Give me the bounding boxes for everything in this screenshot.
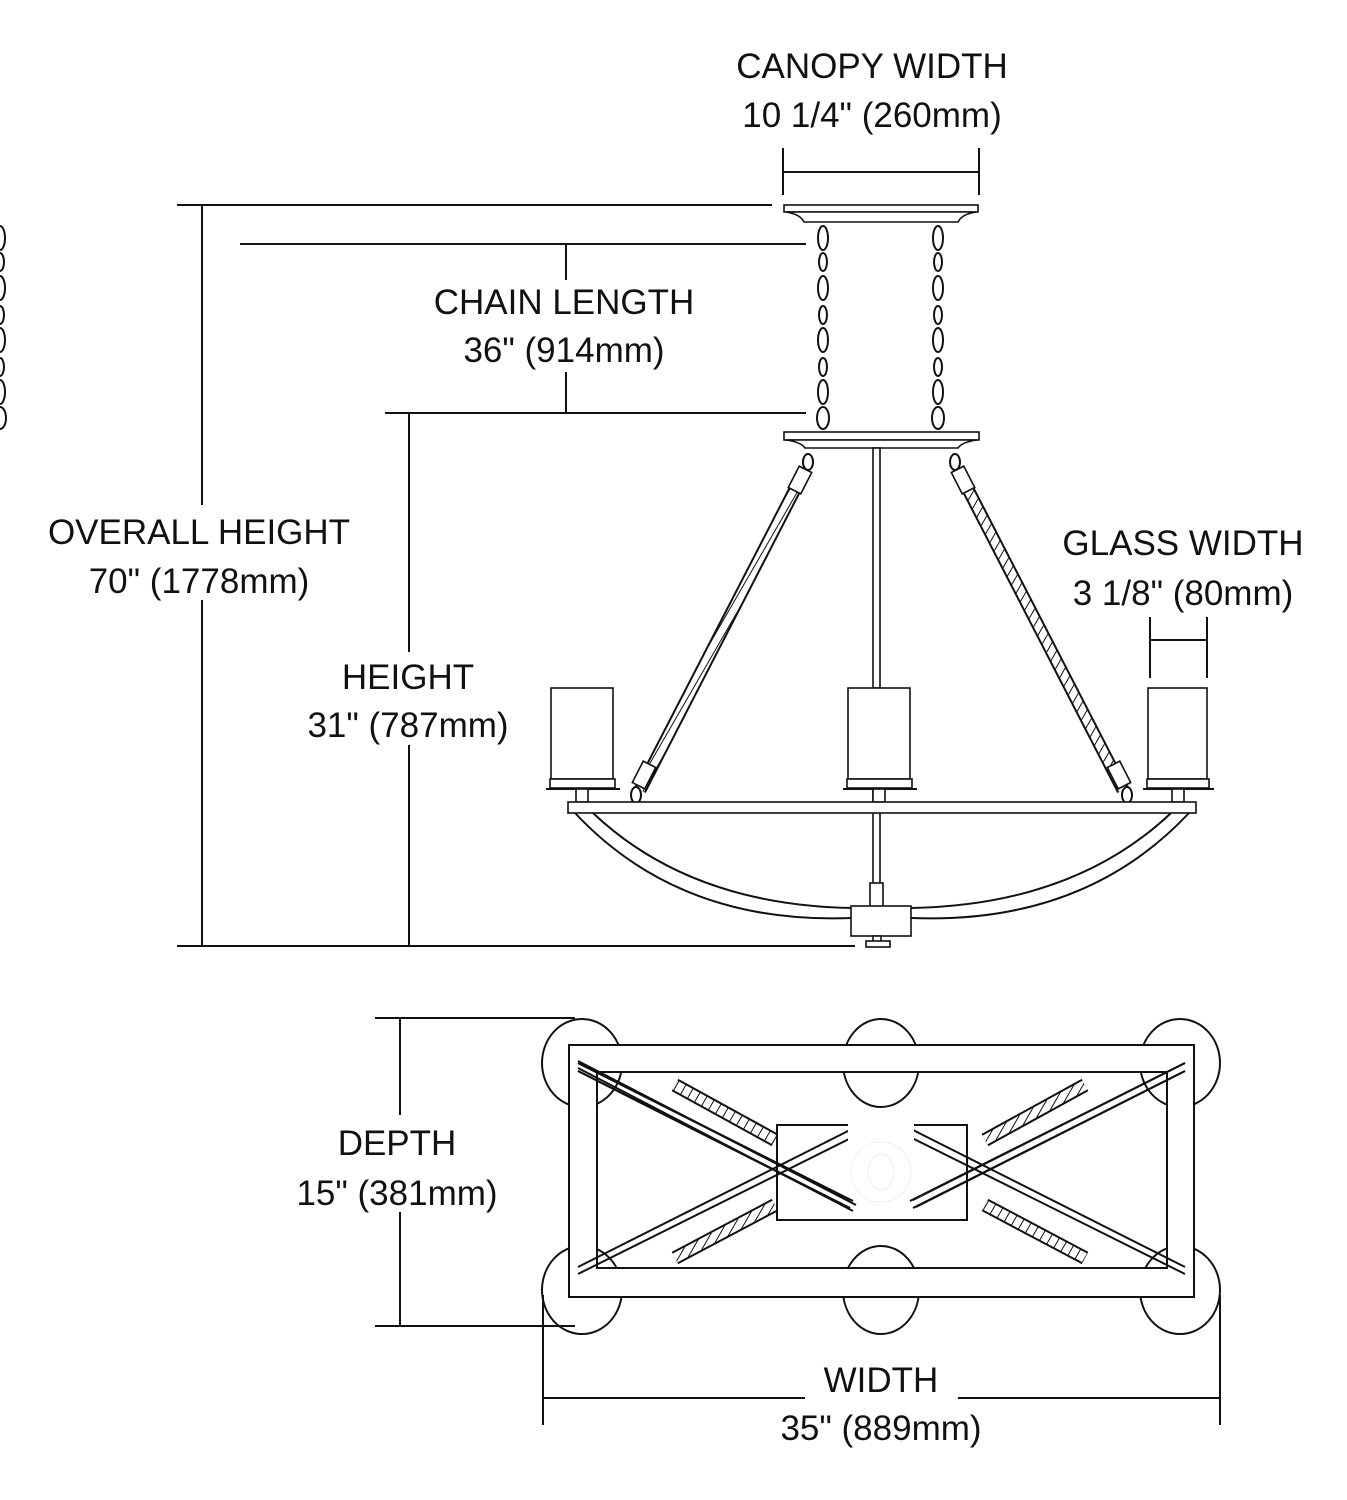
canopy-width-dimension: CANOPY WIDTH 10 1/4" (260mm) xyxy=(736,47,1008,195)
chain-length-label: CHAIN LENGTH xyxy=(434,283,695,322)
side-view: CANOPY WIDTH 10 1/4" (260mm) xyxy=(0,47,1304,948)
depth-value: 15" (381mm) xyxy=(296,1174,497,1213)
width-value: 35" (889mm) xyxy=(780,1409,981,1448)
overall-height-value: 70" (1778mm) xyxy=(89,562,310,601)
top-view: DEPTH 15" (381mm) WIDTH 35" (889mm) xyxy=(296,1017,1221,1448)
height-label: HEIGHT xyxy=(342,658,474,697)
glass-shades xyxy=(546,687,1214,803)
glass-width-value: 3 1/8" (80mm) xyxy=(1073,574,1294,613)
loop-plate xyxy=(783,431,980,449)
glass-width-label: GLASS WIDTH xyxy=(1062,524,1303,563)
chain-length-dimension: CHAIN LENGTH 36" (914mm) xyxy=(240,243,806,414)
glass-left xyxy=(546,687,620,803)
canopy-width-label: CANOPY WIDTH xyxy=(736,47,1008,86)
depth-label: DEPTH xyxy=(338,1124,457,1163)
height-value: 31" (787mm) xyxy=(307,706,508,745)
plan-ropes xyxy=(671,1078,1089,1265)
height-dimension: HEIGHT 31" (787mm) xyxy=(307,413,509,946)
canopy-width-value: 10 1/4" (260mm) xyxy=(742,96,1001,135)
rope-left xyxy=(630,453,814,804)
width-label: WIDTH xyxy=(824,1361,939,1400)
overall-height-label: OVERALL HEIGHT xyxy=(48,513,350,552)
width-dimension: WIDTH 35" (889mm) xyxy=(542,1295,1221,1448)
canopy xyxy=(783,204,979,223)
center-rod xyxy=(872,447,881,689)
overall-height-dimension: OVERALL HEIGHT 70" (1778mm) xyxy=(48,204,855,947)
rope-right xyxy=(949,453,1133,804)
glass-width-dimension: GLASS WIDTH 3 1/8" (80mm) xyxy=(1062,524,1304,678)
chains xyxy=(0,225,945,430)
glass-center xyxy=(843,687,917,803)
glass-right xyxy=(1143,687,1214,803)
depth-dimension: DEPTH 15" (381mm) xyxy=(296,1017,575,1327)
chain-length-value: 36" (914mm) xyxy=(463,331,664,370)
ring-bowl xyxy=(567,801,1197,948)
